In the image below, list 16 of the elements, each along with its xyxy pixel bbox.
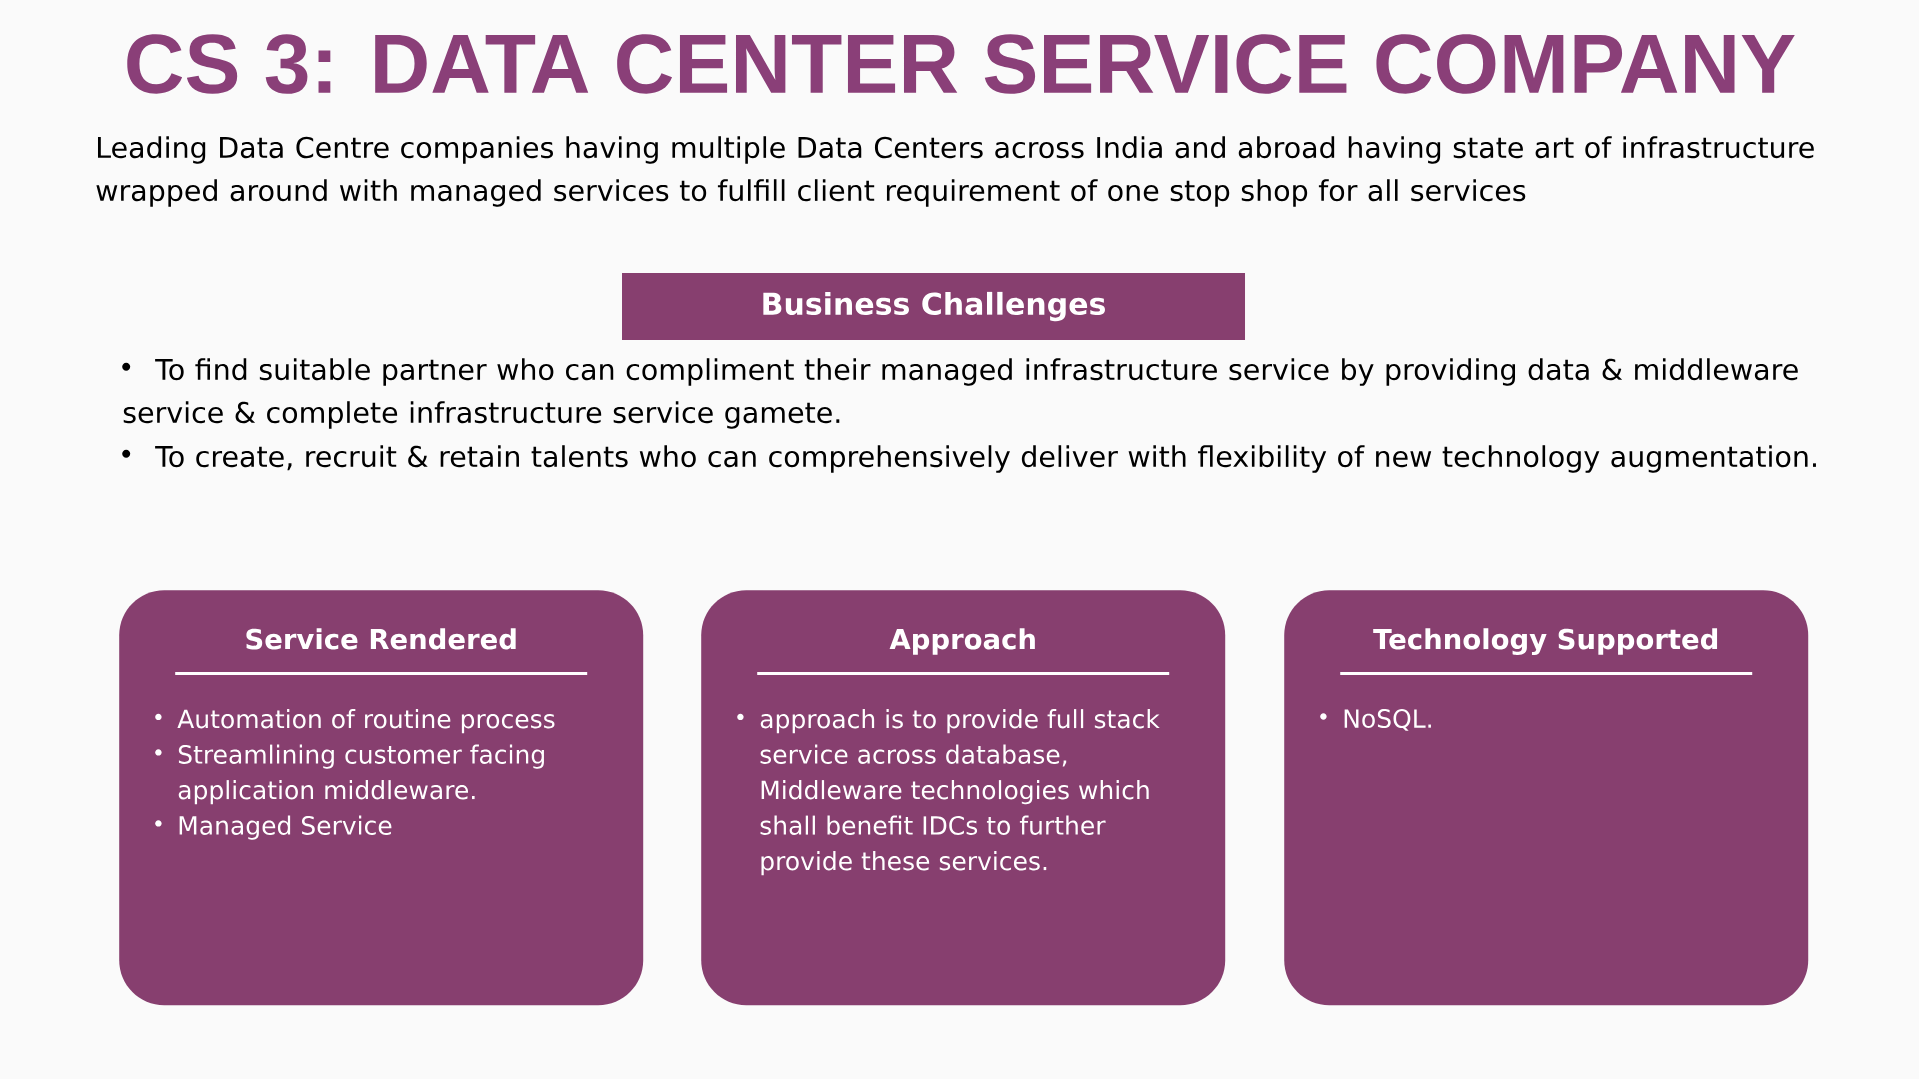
bullet-item: approach is to provide full stack service across database, Middleware technologies which shall benefit IDCs to further provide these services. [737, 709, 1160, 876]
heading-banner: Business Challenges [622, 273, 1245, 340]
card-heading: Approach [889, 628, 1035, 655]
info-card [119, 590, 644, 1006]
bullet-item: Streamlining customer facing application middleware. [155, 744, 544, 805]
bullet-item: Managed Service [155, 815, 392, 840]
info-card [1284, 590, 1809, 1006]
bullet-item: Automation of routine process [155, 709, 555, 734]
info-card [701, 590, 1226, 1006]
intro-paragraph: Leading Data Centre companies having multiple Data Centers across India and abroad having state art of infrastructure wrapped around with managed services to fulfill client requirement of one stop shop for all services [96, 136, 1814, 207]
bullet-item: NoSQL. [1320, 709, 1431, 731]
card-heading: Service Rendered [246, 628, 516, 650]
title: CS 3: DATA CENTER SERVICE COMPANY [127, 34, 1795, 94]
card-heading: Technology Supported [1373, 628, 1718, 656]
bullet-item: To create, recruit & retain talents who can comprehensively deliver with flexibility of new technology augmentation. [122, 445, 1816, 473]
bullet-item: To find suitable partner who can compliment their managed infrastructure service by providing data & middleware service & complete infrastructure service gamete. [122, 358, 1798, 429]
